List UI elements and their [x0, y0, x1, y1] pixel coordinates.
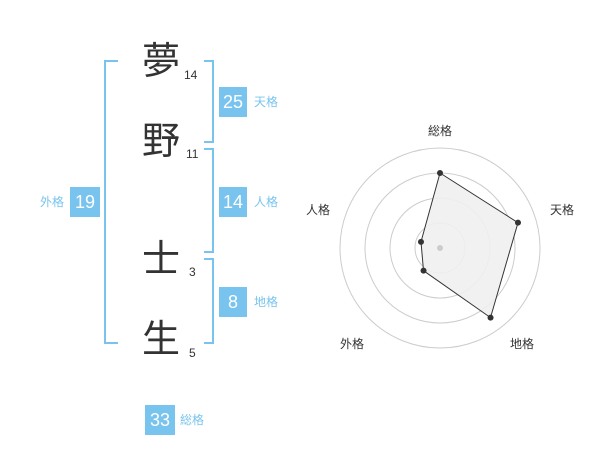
stroke-count-4: 5 — [189, 346, 196, 360]
radar-point-gaikaku — [420, 267, 427, 274]
radar-label-gaikaku: 外格 — [340, 337, 365, 351]
radar-point-soukaku — [437, 170, 443, 176]
radar-point-chikaku — [487, 314, 494, 321]
chikaku-value-box: 8 — [219, 287, 247, 317]
radar-ring — [339, 147, 541, 349]
radar-chart — [339, 147, 541, 349]
chikaku-bracket — [204, 258, 214, 344]
radar-points — [417, 170, 521, 321]
radar-label-chikaku: 地格 — [510, 337, 535, 351]
name-char-3: 士 — [142, 237, 181, 281]
radar-point-jinkaku — [417, 238, 424, 245]
stroke-count-3: 3 — [189, 265, 196, 279]
radar-label-soukaku: 総格 — [428, 124, 453, 138]
jinkaku-label: 人格 — [254, 195, 279, 209]
name-char-2: 野 — [142, 119, 181, 163]
name-char-1: 夢 — [142, 39, 181, 83]
radar-label-tenkaku: 天格 — [550, 203, 575, 217]
soukaku-label: 総格 — [180, 413, 205, 427]
jinkaku-value-box: 14 — [219, 187, 247, 217]
stroke-count-2: 11 — [186, 147, 199, 161]
name-char-4: 生 — [142, 317, 181, 361]
tenkaku-value-box: 25 — [219, 87, 247, 117]
gaikaku-label: 外格 — [40, 195, 65, 209]
radar-polygon — [420, 172, 519, 319]
gaikaku-bracket — [104, 60, 118, 344]
gaikaku-value-box: 19 — [70, 187, 100, 217]
radar-center-dot — [437, 245, 443, 251]
tenkaku-label: 天格 — [254, 95, 279, 109]
stroke-count-1: 14 — [184, 68, 198, 82]
radar-label-jinkaku: 人格 — [306, 203, 331, 217]
chikaku-label: 地格 — [254, 295, 279, 309]
radar-point-tenkaku — [514, 219, 521, 226]
jinkaku-bracket — [204, 148, 214, 253]
tenkaku-bracket — [204, 60, 214, 143]
soukaku-value-box: 33 — [145, 405, 175, 435]
